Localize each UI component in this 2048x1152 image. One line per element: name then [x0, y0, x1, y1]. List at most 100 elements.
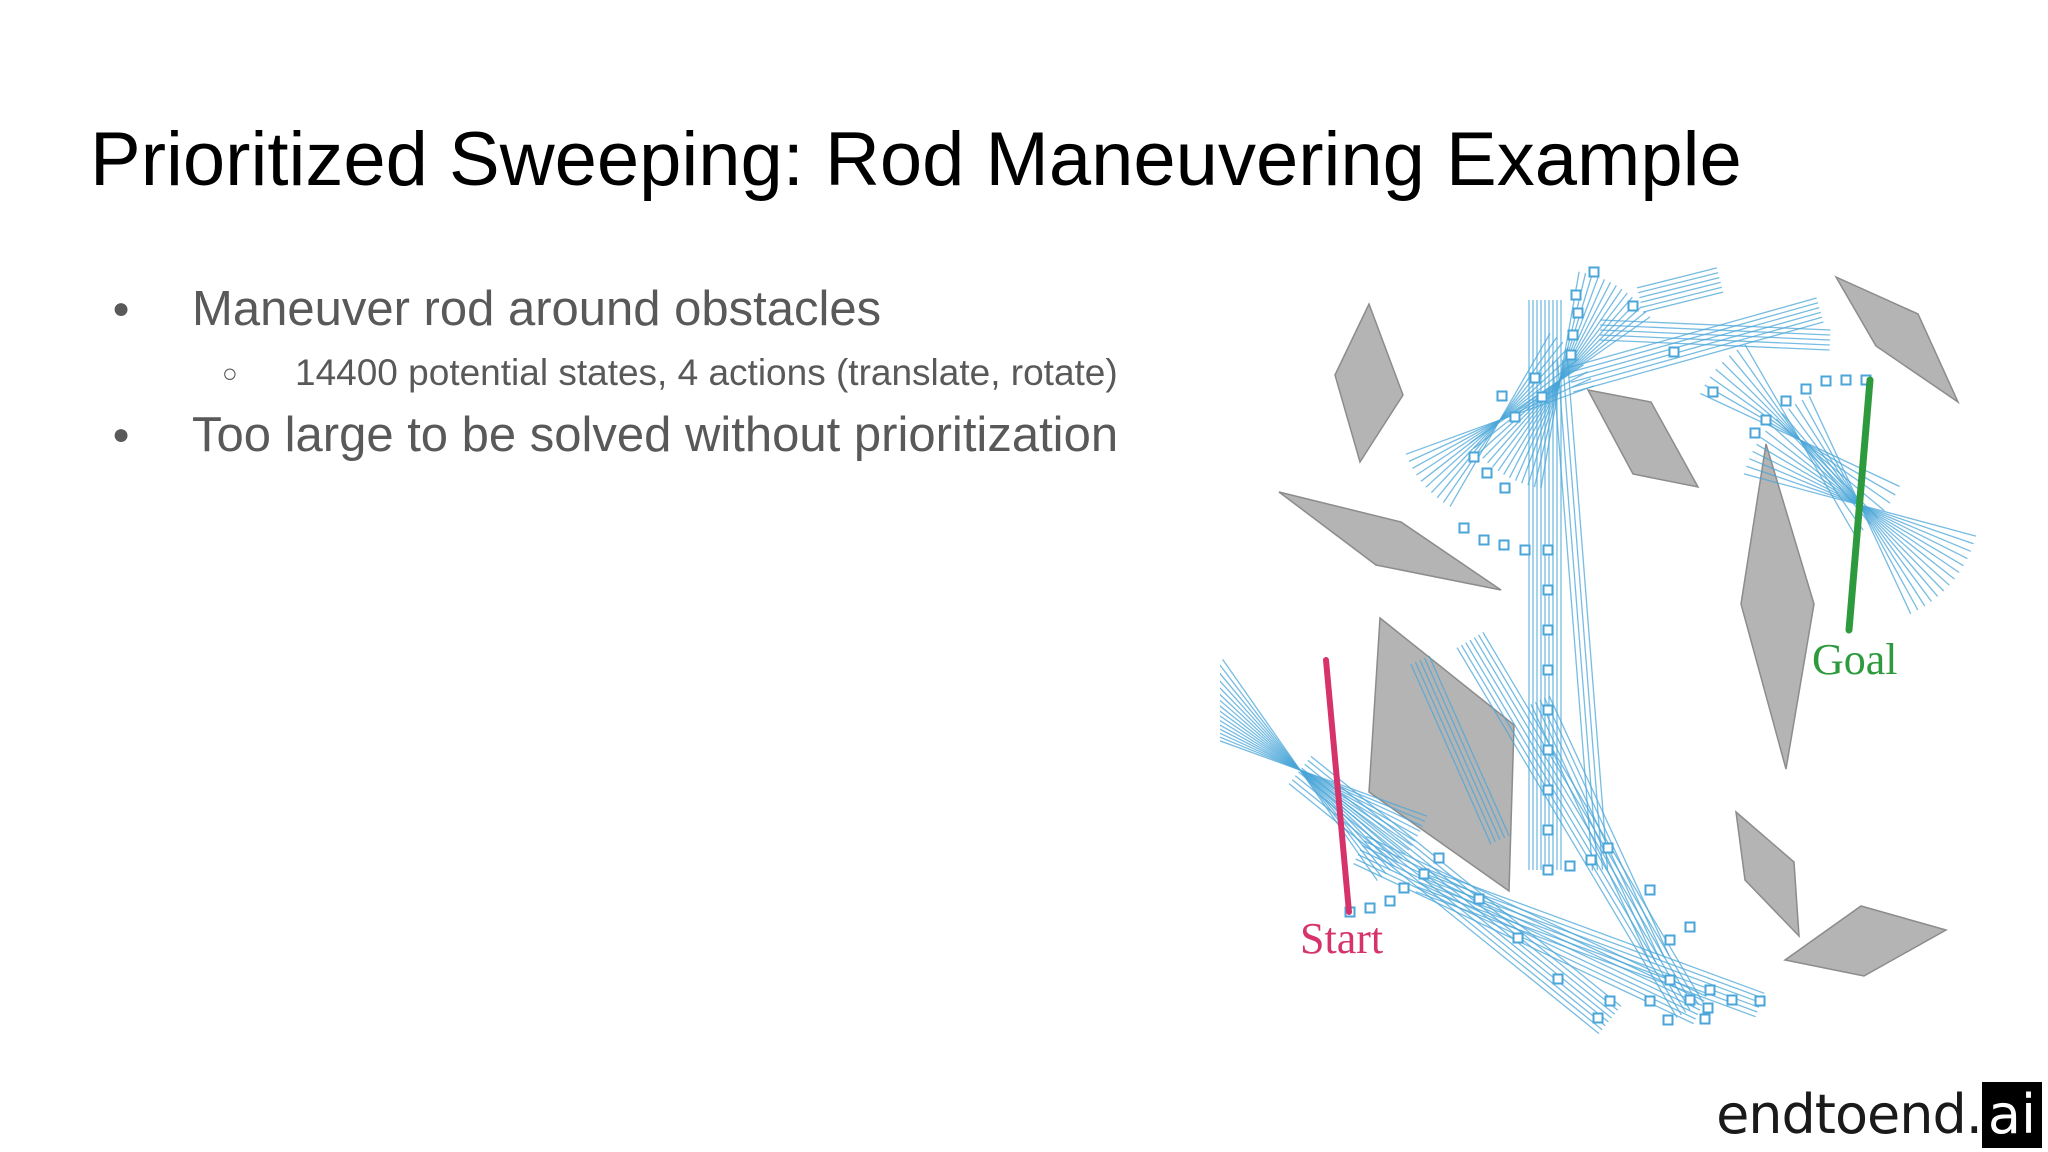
- rod-sweep-line: [1417, 886, 1758, 1013]
- sub-bullet-text: 14400 potential states, 4 actions (trans…: [295, 352, 1118, 393]
- rod-maneuvering-diagram: Start Goal: [1220, 266, 1977, 1035]
- rod-sweep-line: [1599, 329, 1831, 341]
- rod-sweep-line: [1571, 316, 1823, 388]
- path-node: [1570, 289, 1582, 301]
- goal-rod: [1845, 376, 1874, 634]
- rod-sweep-line: [1548, 695, 1670, 957]
- path-node: [1699, 1013, 1711, 1025]
- path-node: [1604, 995, 1616, 1007]
- path-node: [1512, 932, 1524, 944]
- rod-sweep-line: [1566, 359, 1609, 870]
- rod-sweep-line: [1420, 877, 1762, 1004]
- path-node: [1565, 349, 1577, 361]
- rod-sweep-line: [1460, 644, 1682, 1016]
- obstacle: [1586, 388, 1700, 489]
- path-node: [1780, 395, 1792, 407]
- path-node: [1644, 884, 1656, 896]
- path-node: [1602, 842, 1614, 854]
- path-node: [1542, 584, 1554, 596]
- path-node: [1552, 973, 1564, 985]
- obstacle: [1368, 616, 1515, 893]
- rod-sweep-line: [1599, 339, 1830, 351]
- rod-sweep-line: [1456, 647, 1678, 1019]
- rod-sweep-line: [1410, 663, 1492, 845]
- path-node: [1458, 522, 1470, 534]
- obstacle: [1834, 275, 1960, 405]
- path-node: [1418, 868, 1430, 880]
- brand-suffix: ai: [1981, 1082, 2042, 1148]
- bullet-text: Maneuver rod around obstacles: [192, 282, 882, 336]
- rod-sweep-line: [1638, 272, 1719, 294]
- path-node: [1564, 860, 1576, 872]
- path-node: [1702, 1002, 1714, 1014]
- path-node: [1840, 374, 1852, 386]
- path-node: [1704, 984, 1716, 996]
- rod-sweep-line: [1307, 759, 1619, 1011]
- rod-sweep-line: [1639, 276, 1720, 299]
- rod-sweep-line: [1364, 840, 1705, 1002]
- rod-sweep-line: [1600, 319, 1831, 331]
- path-node: [1572, 307, 1584, 319]
- path-node: [1499, 482, 1511, 494]
- path-node: [1684, 921, 1696, 933]
- path-node: [1542, 544, 1554, 556]
- path-node: [1567, 329, 1579, 341]
- rod-sweep-line: [1473, 637, 1695, 1008]
- bullet-text: Too large to be solved without prioritiz…: [192, 408, 1119, 462]
- path-node: [1800, 383, 1812, 395]
- slide-title: Prioritized Sweeping: Rod Maneuvering Ex…: [90, 117, 1742, 202]
- rod-sweep-line: [1573, 321, 1824, 393]
- path-node: [1760, 414, 1772, 426]
- obstacle: [1278, 491, 1502, 591]
- path-node: [1364, 902, 1376, 914]
- rod-sweep-line: [1424, 867, 1765, 994]
- rod-sweep-line: [1366, 835, 1707, 997]
- path-node: [1509, 411, 1521, 423]
- path-node: [1707, 386, 1719, 398]
- rod-sweep-line: [1414, 661, 1496, 843]
- rod-sweep-line: [1353, 863, 1694, 1025]
- rod-sweep-line: [1636, 267, 1718, 289]
- rod-sweep-line: [1428, 655, 1510, 837]
- goal-label: Goal: [1812, 635, 1898, 684]
- rod-sweep-line: [1600, 324, 1831, 336]
- brand-logo: endtoend. ai: [1716, 1082, 2042, 1148]
- brand-text: endtoend.: [1716, 1083, 1983, 1146]
- path-node: [1473, 893, 1485, 905]
- rod-sweep-line: [1359, 849, 1701, 1011]
- path-node: [1542, 624, 1554, 636]
- path-node: [1542, 864, 1554, 876]
- path-node: [1542, 744, 1554, 756]
- path-node: [1542, 824, 1554, 836]
- rod-sweep-line: [1567, 302, 1819, 374]
- path-node: [1820, 375, 1832, 387]
- path-node: [1542, 664, 1554, 676]
- obstacle: [1783, 905, 1948, 977]
- path-node: [1478, 534, 1490, 546]
- path-node: [1433, 852, 1445, 864]
- rod-sweep-line: [1419, 659, 1501, 841]
- path-node: [1519, 544, 1531, 556]
- rod-sweep-line: [1357, 853, 1699, 1016]
- rod-sweep-line: [1566, 297, 1817, 369]
- path-node: [1749, 427, 1761, 439]
- path-node: [1592, 1012, 1604, 1024]
- sub-bullet-marker: ○: [222, 358, 238, 388]
- path-node: [1664, 974, 1676, 986]
- path-node: [1754, 995, 1766, 1007]
- path-node: [1726, 994, 1738, 1006]
- start-rod: [1323, 657, 1352, 915]
- path-node: [1468, 451, 1480, 463]
- rod-sweep-line: [1641, 286, 1722, 308]
- rod-sweep-line: [1556, 360, 1599, 871]
- path-node: [1496, 390, 1508, 402]
- path-node: [1536, 391, 1548, 403]
- rod-sweep-line: [1744, 344, 1856, 536]
- obstacle: [1734, 810, 1800, 939]
- start-label: Start: [1300, 914, 1383, 963]
- rod-sweep-line: [1640, 281, 1721, 304]
- rod-sweep-line: [1355, 858, 1696, 1020]
- path-nodes: [1344, 266, 1872, 1026]
- swept-rod-positions: [1220, 267, 1977, 1035]
- rod-sweep-line: [1291, 779, 1603, 1031]
